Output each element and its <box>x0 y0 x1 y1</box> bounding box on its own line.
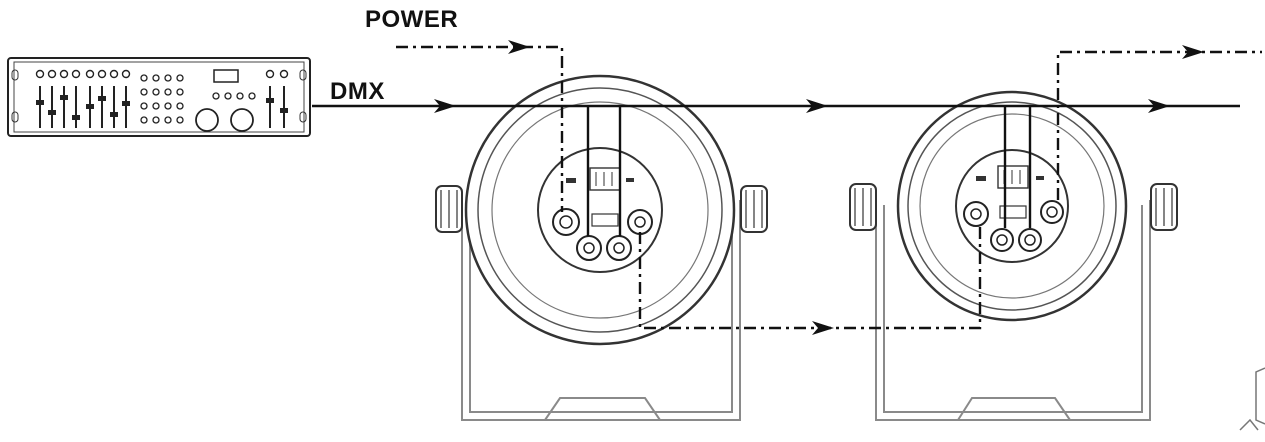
power-label: POWER <box>365 6 459 33</box>
dmx-controller-icon <box>7 57 311 137</box>
dmx-label: DMX <box>330 78 385 105</box>
par-can-fixture-2 <box>849 90 1178 421</box>
partial-fixture-edge <box>1239 367 1265 431</box>
par-can-fixture-1 <box>435 74 768 421</box>
dmx-signal-line <box>312 104 1240 236</box>
